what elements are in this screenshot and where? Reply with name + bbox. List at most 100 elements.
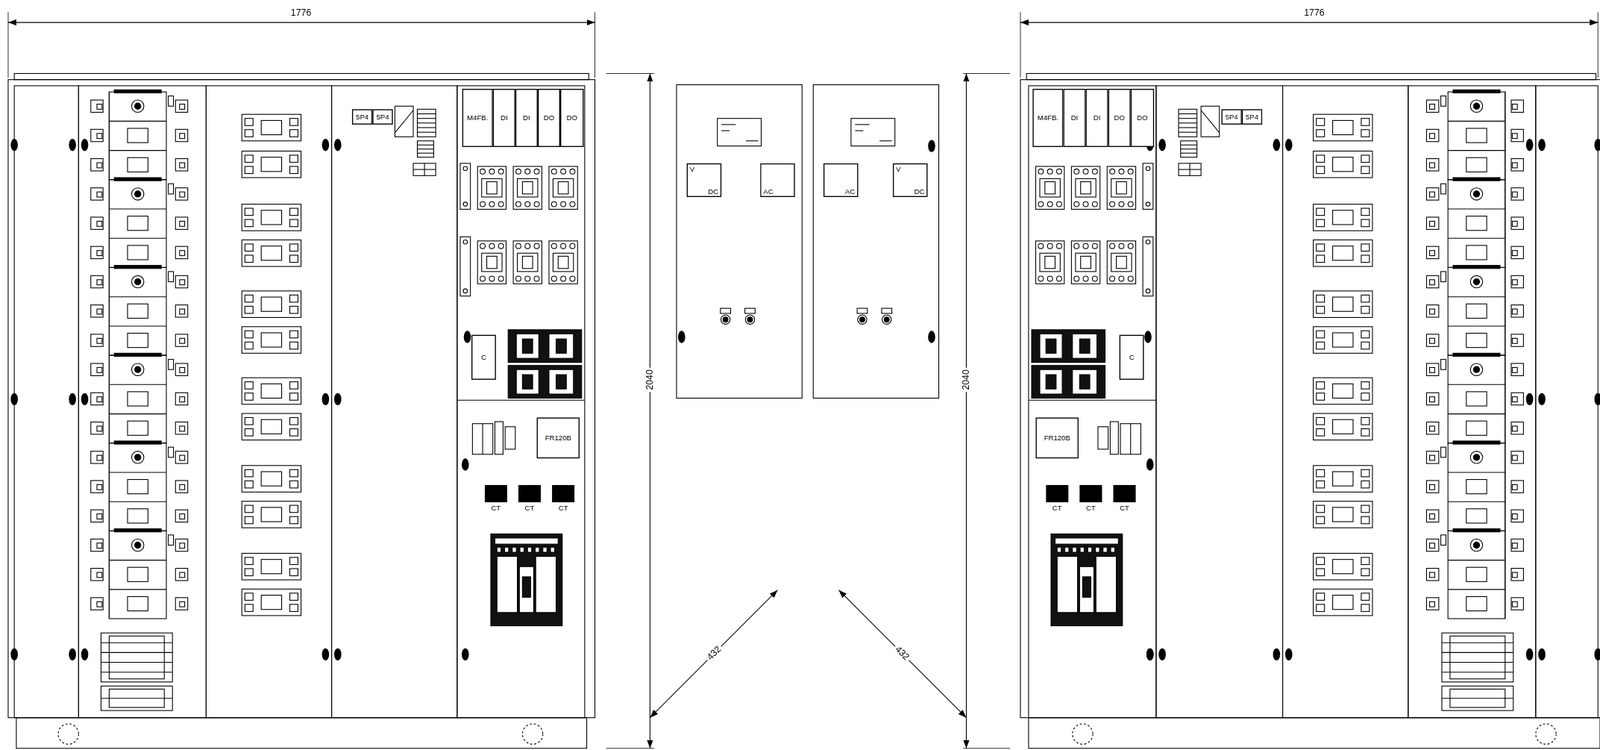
breaker-edge [108,91,110,180]
contactor-screw [551,168,557,174]
terminal-screw [1511,162,1518,168]
contactor [1071,240,1100,284]
mcb-terminal [290,428,299,437]
terminal-screw [179,220,185,227]
circuit-breaker [1031,365,1105,399]
hinge [10,648,18,661]
terminal-division [1441,642,1514,643]
node-text: 5P4 [355,113,369,121]
contactor-face [1111,178,1132,197]
mcb-outline [241,377,301,405]
contactor-screw [551,201,557,207]
strip-hole [1145,239,1150,244]
breaker-terminal [91,217,103,229]
strip-hole [1145,202,1150,206]
node-text: M4FB. [1037,114,1059,122]
breaker-tag [168,96,174,107]
contactor-screw [560,201,567,207]
contactor-screw [560,168,567,174]
door-hinge [927,139,936,152]
node-text: 5P4 [1245,113,1259,121]
mcb-terminal [1316,516,1325,524]
contactor-screw [1118,168,1125,174]
terminal-inner [108,688,165,708]
mcb-terminal [1316,341,1325,350]
breaker-terminal [175,363,188,376]
fuse-division [482,423,484,455]
breaker-edge [1504,267,1506,356]
terminal-strip [1178,163,1201,176]
plate-engraving [854,130,864,132]
extension-line [1019,11,1021,78]
rotary-knob-center [135,541,141,548]
converter-diagonal [1200,110,1220,133]
breaker-window [1466,566,1487,582]
mcb-terminal [1316,557,1325,565]
breaker-division [108,208,167,209]
auxiliary-relay [494,421,503,455]
main-breaker-handle [522,576,531,597]
mcb-window [1332,120,1354,135]
breaker-terminal [91,597,103,610]
breaker-terminal [1511,246,1524,259]
rotary-knob [1470,538,1483,551]
converter-box [1200,105,1220,137]
mcb-outline [241,413,301,441]
mcb-window [261,383,282,398]
auxiliary-relay [1097,426,1109,450]
mcb-terminal [290,330,299,338]
breaker-clip [1453,352,1501,356]
rotary-knob [1470,363,1483,376]
node-text: 5P4 [375,113,389,121]
breaker-division [108,120,167,122]
mcb-terminal [1361,469,1370,477]
contactor-window [1116,182,1128,194]
supply-module: 5P4 [1241,108,1263,125]
breaker-terminal [1426,158,1439,171]
contactor-screw [1083,243,1089,249]
mcb-terminal [290,504,299,513]
plate-engraving [879,140,892,141]
door-hinge [927,330,936,343]
breaker-tag [1441,183,1447,194]
breaker-terminal [1511,451,1524,464]
node-text: AC [763,187,773,195]
contactor-screw [569,168,576,174]
mcb-terminal [1361,166,1370,174]
contactor-device: C [471,334,497,380]
relay-box: FR120B [537,417,580,459]
breaker-window [127,157,148,172]
pilot-light [745,314,755,324]
mcb-outline [1313,239,1373,267]
rotary-knob-center [135,366,141,373]
label-strip [460,163,471,210]
breaker-terminal [1511,597,1524,610]
mcb-terminal [290,166,299,174]
contactor-screw [1056,201,1063,207]
breaker-terminal [1426,99,1439,112]
io-module-cell: DI [515,88,538,147]
mcb-window [1332,559,1354,574]
breaker-division [1447,237,1506,239]
rotary-knob-center [135,278,141,285]
terminal-screw [96,162,103,168]
breaker-clip [1453,177,1501,181]
relay-division [1180,152,1198,154]
mcb-window [261,157,282,172]
relay-box: FR120B [1036,417,1079,459]
terminal-screw [96,425,103,432]
terminal-screw [1511,133,1518,139]
io-module-cell: DI [1086,88,1109,147]
power-supply-fin [417,122,437,124]
breaker-toggle [1079,338,1090,353]
breaker-window [127,420,148,435]
contactor-face [481,252,503,272]
terminal-division [1441,697,1514,699]
terminal-screw [1511,250,1518,256]
terminal-screw [96,133,103,139]
mcb-window [1332,296,1354,312]
node-text: FR120B [545,434,572,442]
dimension-text: 1776 [288,8,314,18]
io-module-cell: DO [537,88,561,147]
